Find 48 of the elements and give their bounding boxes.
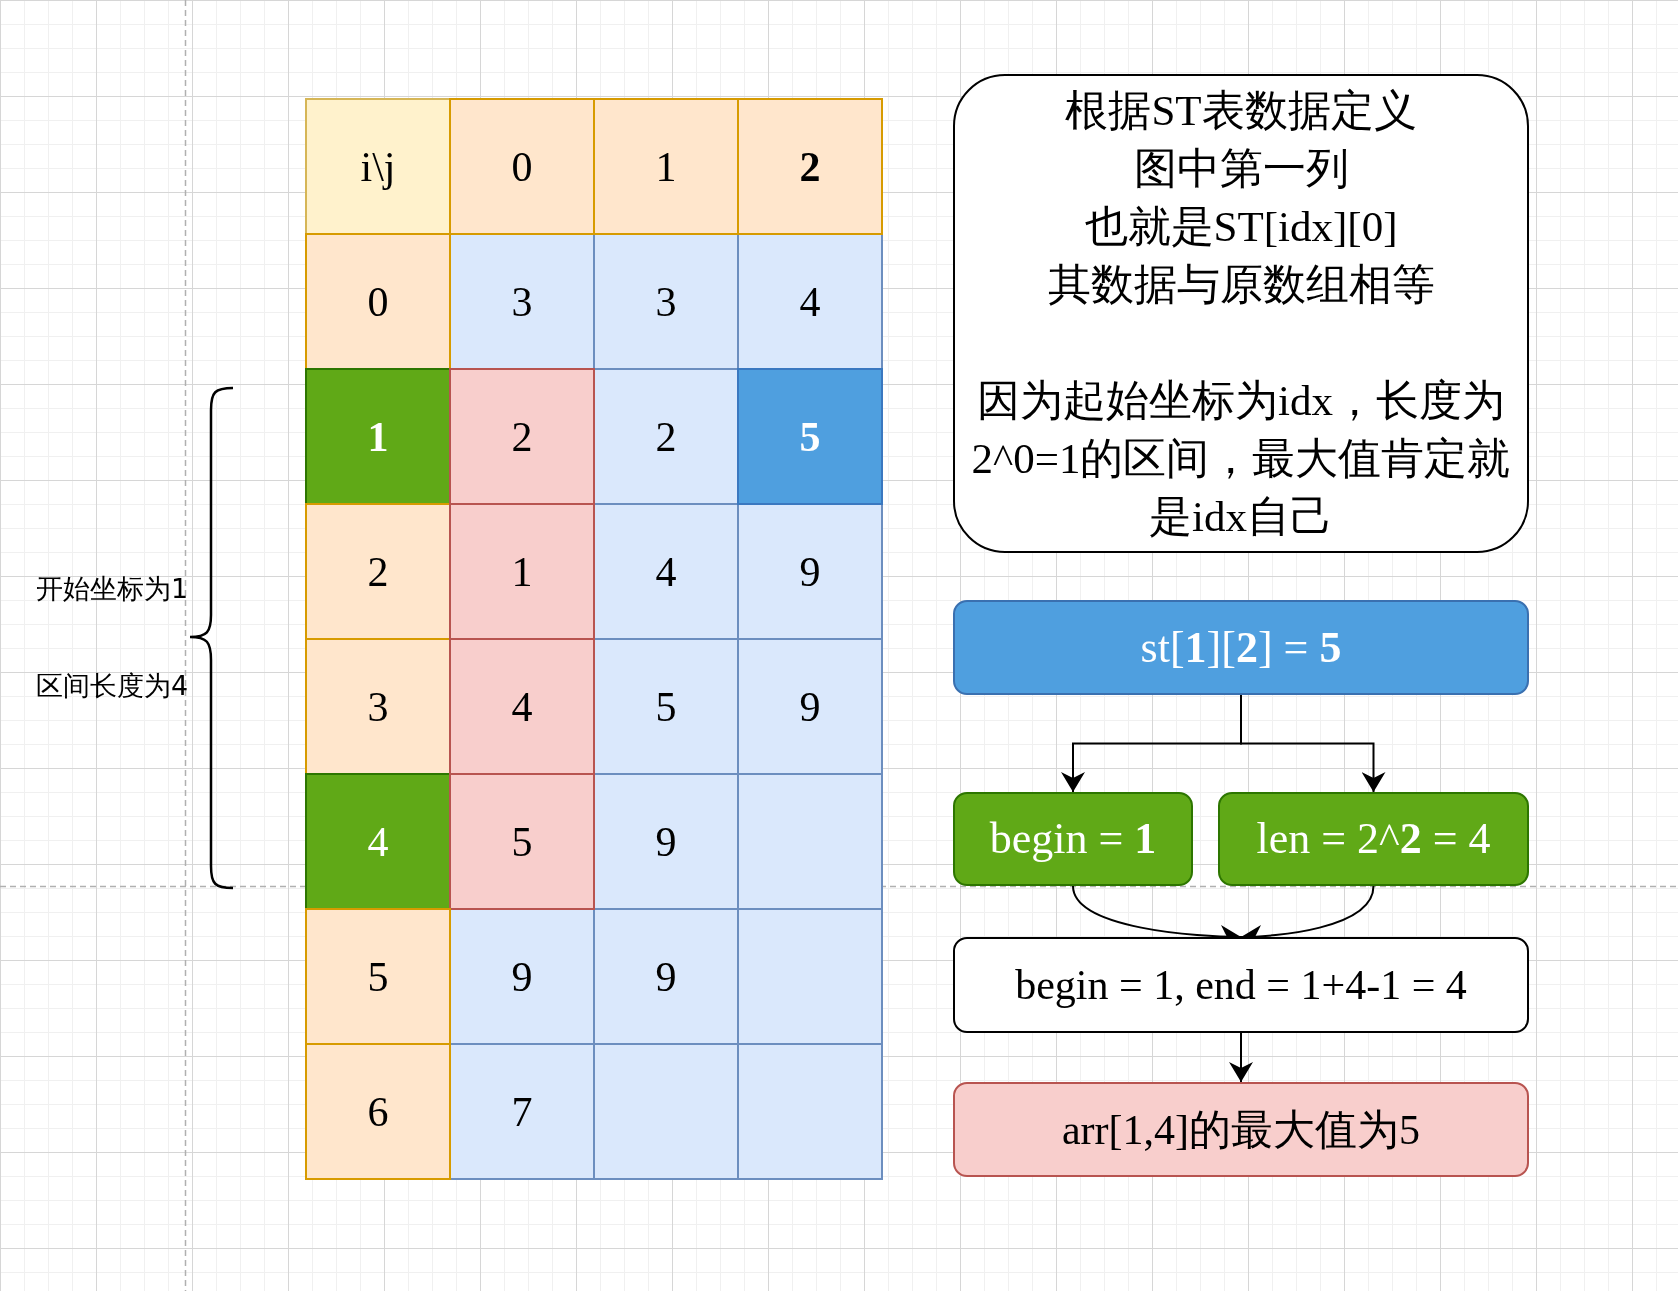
table-cell: 9: [449, 908, 595, 1045]
process-box: [953, 600, 1529, 695]
process-box: [953, 792, 1193, 886]
arrow: [1229, 1032, 1253, 1083]
table-cell: 5: [305, 908, 451, 1045]
table-cell: 5: [737, 368, 883, 505]
step-text: arr[1,4]的最大值为5: [1061, 1105, 1421, 1155]
table-cell: 9: [593, 908, 739, 1045]
table-cell: 2: [737, 98, 883, 235]
table-cell: 5: [449, 773, 595, 910]
table-cell: 3: [449, 233, 595, 370]
note-text: 其数据与原数组相等: [1047, 259, 1435, 310]
note-text: 因为起始坐标为idx，长度为2^0=1的区间，最大值肯定就是idx自己: [970, 375, 1512, 542]
table-cell: 9: [737, 503, 883, 640]
step-text: begin = 1: [989, 814, 1157, 864]
table-cell: 2: [449, 368, 595, 505]
table-cell: 4: [593, 503, 739, 640]
step-text: len = 2^2 = 4: [1256, 814, 1491, 864]
arrow: [1240, 694, 1386, 793]
table-cell: 2: [593, 368, 739, 505]
note-text: 也就是ST[idx][0]: [1084, 201, 1398, 252]
table-cell: 2: [305, 503, 451, 640]
table-cell: 1: [593, 98, 739, 235]
table-cell: 9: [737, 638, 883, 775]
table-cell: 0: [305, 233, 451, 370]
process-box: [1218, 792, 1529, 886]
table-cell: 1: [305, 368, 451, 505]
table-cell: 4: [305, 773, 451, 910]
step-text: begin = 1, end = 1+4-1 = 4: [1015, 961, 1467, 1010]
step-text: st[1][2] = 5: [1140, 622, 1342, 673]
result-box: [953, 1082, 1529, 1177]
table-cell: 7: [449, 1043, 595, 1180]
table-cell: 0: [449, 98, 595, 235]
table-cell: 4: [449, 638, 595, 775]
table-cell: 3: [593, 233, 739, 370]
table-cell: 6: [305, 1043, 451, 1180]
side-note: 区间长度为4: [34, 669, 190, 703]
process-box: [953, 937, 1529, 1033]
note-box: [953, 74, 1529, 553]
side-note: 开始坐标为1: [34, 572, 190, 606]
table-cell: 3: [305, 638, 451, 775]
table-cell: i\j: [305, 98, 451, 235]
table-cell: 1: [449, 503, 595, 640]
table-cell: 5: [593, 638, 739, 775]
table-cell: 9: [593, 773, 739, 910]
note-text: 根据ST表数据定义: [1065, 85, 1417, 136]
note-text: 图中第一列: [1133, 143, 1349, 194]
table-cell: 4: [737, 233, 883, 370]
